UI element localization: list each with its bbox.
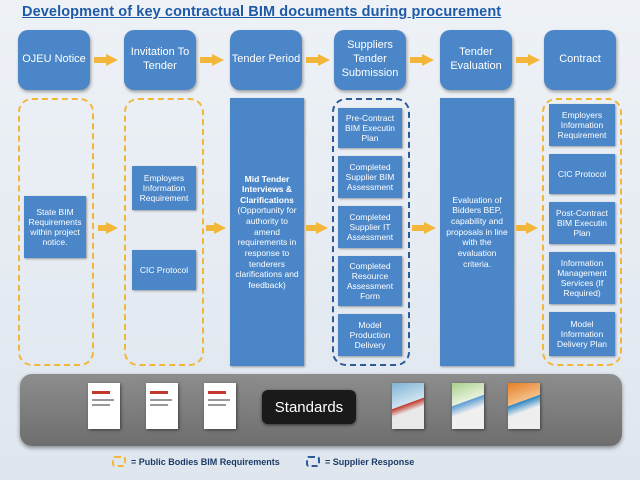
diagram-title: Development of key contractual BIM docum… [22,4,502,20]
standard-document-6 [508,383,540,429]
row-arrow-shaft-2 [206,225,216,231]
header-arrow-3 [318,54,330,66]
standard-document-2 [146,383,178,429]
standard-document-1 [88,383,120,429]
contract-information-management-services: Information Management Services (If Requ… [549,252,615,304]
contract-model-information-delivery-plan: Model Information Delivery Plan [549,312,615,356]
header-arrow-shaft-1 [94,57,108,63]
legend-public-label: = Public Bodies BIM Requirements [131,457,280,467]
standard-document-5 [452,383,484,429]
ojeu-state-bim-requirements: State BIM Requirements within project no… [24,196,86,258]
invitation-cic-protocol: CIC Protocol [132,250,196,290]
header-arrow-5 [528,54,540,66]
contract-employers-information-requirement: Employers Information Requirement [549,104,615,146]
tender-evaluation-box: Evaluation of Bidders BEP, capability an… [440,98,514,366]
phase-ojeu-notice: OJEU Notice [18,30,90,90]
header-arrow-1 [106,54,118,66]
legend-public-swatch [112,456,126,467]
standard-document-4 [392,383,424,429]
header-arrow-shaft-3 [306,57,320,63]
row-arrow-3 [316,222,328,234]
contract-cic-protocol: CIC Protocol [549,154,615,194]
phase-suppliers-tender-submission: Suppliers Tender Submission [334,30,406,90]
row-arrow-1 [106,222,118,234]
submission-supplier-it-assessment: Completed Supplier IT Assessment [338,206,402,248]
tender-period-box: Mid Tender Interviews & Clarifications (… [230,98,304,366]
row-arrow-5 [526,222,538,234]
legend-supplier-swatch [306,456,320,467]
row-arrow-shaft-3 [306,225,318,231]
header-arrow-shaft-2 [200,57,214,63]
invitation-employers-information-requirement: Employers Information Requirement [132,166,196,210]
row-arrow-shaft-1 [98,225,108,231]
header-arrow-2 [212,54,224,66]
legend-supplier-label: = Supplier Response [325,457,415,467]
submission-resource-assessment-form: Completed Resource Assessment Form [338,256,402,306]
row-arrow-shaft-4 [412,225,426,231]
phase-contract: Contract [544,30,616,90]
phase-invitation-to-tender: Invitation To Tender [124,30,196,90]
header-arrow-shaft-5 [516,57,530,63]
contract-post-contract-bep: Post-Contract BIM Executin Plan [549,202,615,244]
row-arrow-2 [214,222,226,234]
tender-period-heading: Mid Tender Interviews & Clarifications [240,173,294,205]
submission-supplier-response-box [332,98,410,366]
standards-label: Standards [262,390,356,424]
header-arrow-4 [422,54,434,66]
ojeu-public-requirements-box [18,98,94,366]
phase-tender-period: Tender Period [230,30,302,90]
phase-tender-evaluation: Tender Evaluation [440,30,512,90]
row-arrow-shaft-5 [516,225,528,231]
submission-pre-contract-bep: Pre-Contract BIM Executin Plan [338,108,402,148]
invitation-public-requirements-box [124,98,204,366]
submission-model-production-delivery: Model Production Delivery [338,314,402,356]
tender-period-text: (Opportunity for authority to amend requ… [235,205,299,290]
header-arrow-shaft-4 [410,57,424,63]
standard-document-3 [204,383,236,429]
row-arrow-4 [424,222,436,234]
submission-supplier-bim-assessment: Completed Supplier BIM Assessment [338,156,402,198]
contract-public-requirements-box [542,98,622,366]
